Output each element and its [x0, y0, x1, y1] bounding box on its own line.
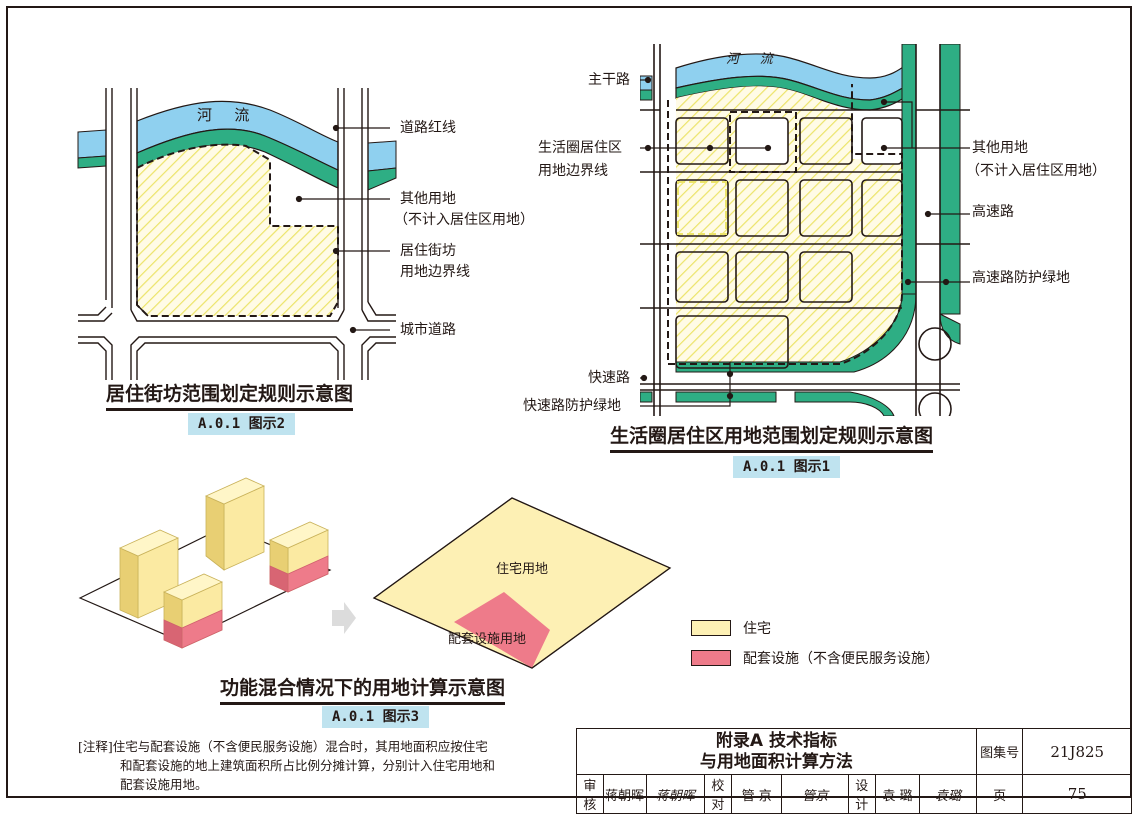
fig3-number: A.0.1 图示3: [322, 706, 430, 728]
facility-swatch-icon: [691, 650, 731, 666]
review-label: 审核: [576, 774, 604, 814]
river-char-2: 流: [234, 106, 252, 124]
fig1-arterial-road-label: 主干路: [588, 72, 630, 88]
title-block-title: 附录A 技术指标 与用地面积计算方法: [576, 728, 977, 775]
river-char-1: 河: [197, 106, 215, 124]
fig1-highway-green-label: 高速路防护绿地: [972, 270, 1070, 286]
page-number: 75: [1022, 774, 1132, 814]
drawing-frame: [6, 6, 1132, 798]
atlas-number: 21J825: [1022, 728, 1132, 775]
legend-item-facility: 配套设施（不含便民服务设施）: [691, 648, 939, 668]
title-line-2: 与用地面积计算方法: [699, 751, 853, 772]
fig3-title: 功能混合情况下的用地计算示意图: [220, 676, 506, 705]
figure2-diagram: [77, 88, 397, 380]
fig2-title: 居住街坊范围划定规则示意图: [106, 382, 354, 411]
legend-item-residential: 住宅: [691, 618, 771, 638]
design-label: 设计: [847, 774, 876, 814]
review-signature: 蒋朝晖: [645, 774, 706, 814]
fig1-title: 生活圈居住区用地范围划定规则示意图: [610, 424, 934, 453]
fig1-other-land-label: 其他用地: [972, 140, 1028, 156]
fig1-expressway-label: 快速路: [588, 370, 630, 386]
river-char-2: 流: [759, 52, 773, 67]
note-line-2: 和配套设施的地上建筑面积所占比例分摊计算，分别计入住宅用地和: [120, 758, 496, 773]
fig2-block-boundary-label-2: 用地边界线: [400, 264, 470, 280]
fig1-expressway-green-label: 快速路防护绿地: [523, 398, 621, 414]
figure3-diagram: [78, 477, 672, 669]
fig1-highway-label: 高速路: [972, 204, 1014, 220]
check-signature: 管京: [781, 774, 849, 814]
note-line-3: 配套设施用地。: [120, 777, 208, 792]
fig2-other-land-note: （不计入居住区用地）: [394, 212, 534, 228]
legend-label: 配套设施（不含便民服务设施）: [743, 651, 939, 667]
atlas-label: 图集号: [975, 728, 1024, 775]
title-block: 附录A 技术指标 与用地面积计算方法 图集号 21J825 审核 蒋朝晖 蒋朝晖…: [576, 728, 1132, 814]
fig3-facility-land-label: 配套设施用地: [448, 632, 527, 647]
fig1-number: A.0.1 图示1: [733, 456, 841, 478]
fig1-boundary-label: 生活圈居住区: [538, 140, 622, 156]
fig2-city-road-label: 城市道路: [400, 322, 456, 338]
fig2-other-land-label: 其他用地: [400, 191, 456, 207]
legend-label: 住宅: [743, 621, 771, 637]
fig2-river-label: 河 流: [197, 105, 251, 125]
design-name: 袁 璐: [874, 774, 921, 814]
fig2-number: A.0.1 图示2: [188, 413, 296, 435]
fig3-residential-land-label: 住宅用地: [496, 562, 549, 577]
check-label: 校对: [704, 774, 732, 814]
review-name: 蒋朝晖: [602, 774, 647, 814]
note-tag: [注释]: [78, 739, 113, 754]
residential-swatch-icon: [691, 620, 731, 636]
figure1-diagram: [640, 44, 970, 416]
fig1-other-land-note: （不计入居住区用地）: [966, 163, 1106, 179]
fig1-boundary-label-2: 用地边界线: [538, 163, 608, 179]
note-line-1: 住宅与配套设施（不含便民服务设施）混合时，其用地面积应按住宅: [112, 739, 488, 754]
fig1-river-label: 河 流: [726, 50, 773, 70]
design-signature: 袁璐: [919, 774, 977, 814]
fig2-road-red-line-label: 道路红线: [400, 120, 456, 136]
page-label: 页: [975, 774, 1024, 814]
title-line-1: 附录A 技术指标: [715, 730, 837, 751]
river-char-1: 河: [726, 52, 740, 67]
note-block: [注释]住宅与配套设施（不含便民服务设施）混合时，其用地面积应按住宅 和配套设施…: [78, 737, 568, 794]
fig2-block-boundary-label: 居住街坊: [400, 243, 456, 259]
check-name: 管 京: [730, 774, 783, 814]
